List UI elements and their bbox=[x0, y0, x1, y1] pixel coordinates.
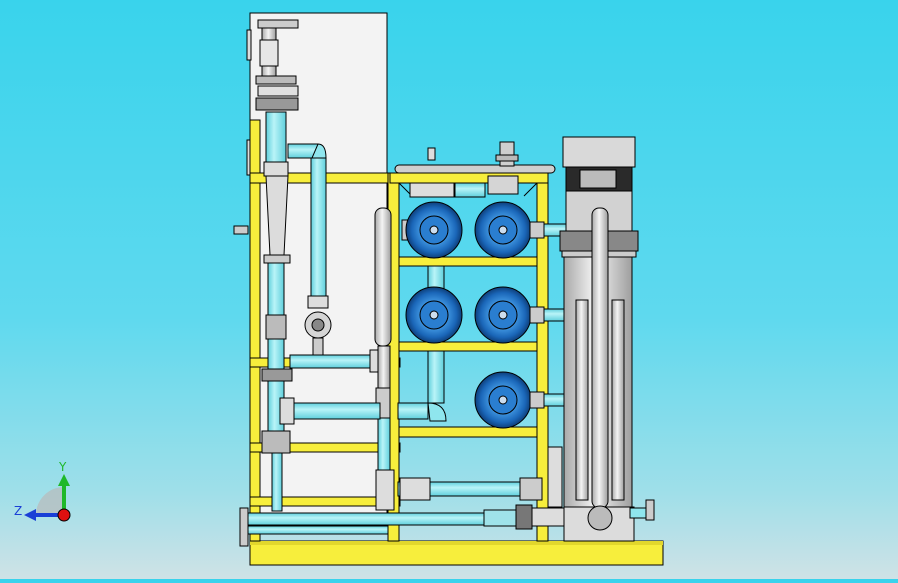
pump-unit bbox=[401, 201, 463, 259]
pump-rack-frame bbox=[387, 172, 549, 542]
pump-unit bbox=[474, 201, 545, 259]
origin-marker bbox=[57, 508, 71, 522]
z-axis-arrowhead bbox=[24, 509, 36, 521]
pump-unit bbox=[474, 286, 545, 344]
inlet-stack bbox=[255, 19, 299, 512]
pump-unit bbox=[474, 371, 545, 429]
bottom-discharge-line bbox=[239, 504, 565, 547]
y-axis-label: Y bbox=[58, 460, 67, 474]
vertical-pump bbox=[547, 136, 655, 542]
suction-manifold bbox=[374, 207, 395, 511]
feed-pipes bbox=[279, 265, 543, 501]
pump-unit bbox=[405, 286, 463, 344]
base-skid bbox=[249, 540, 664, 566]
top-header bbox=[394, 141, 556, 198]
pump-array bbox=[401, 201, 545, 429]
z-axis-label: Z bbox=[14, 504, 22, 518]
y-axis-arrowhead bbox=[58, 474, 70, 486]
coordinate-triad: Y Z bbox=[14, 460, 71, 522]
